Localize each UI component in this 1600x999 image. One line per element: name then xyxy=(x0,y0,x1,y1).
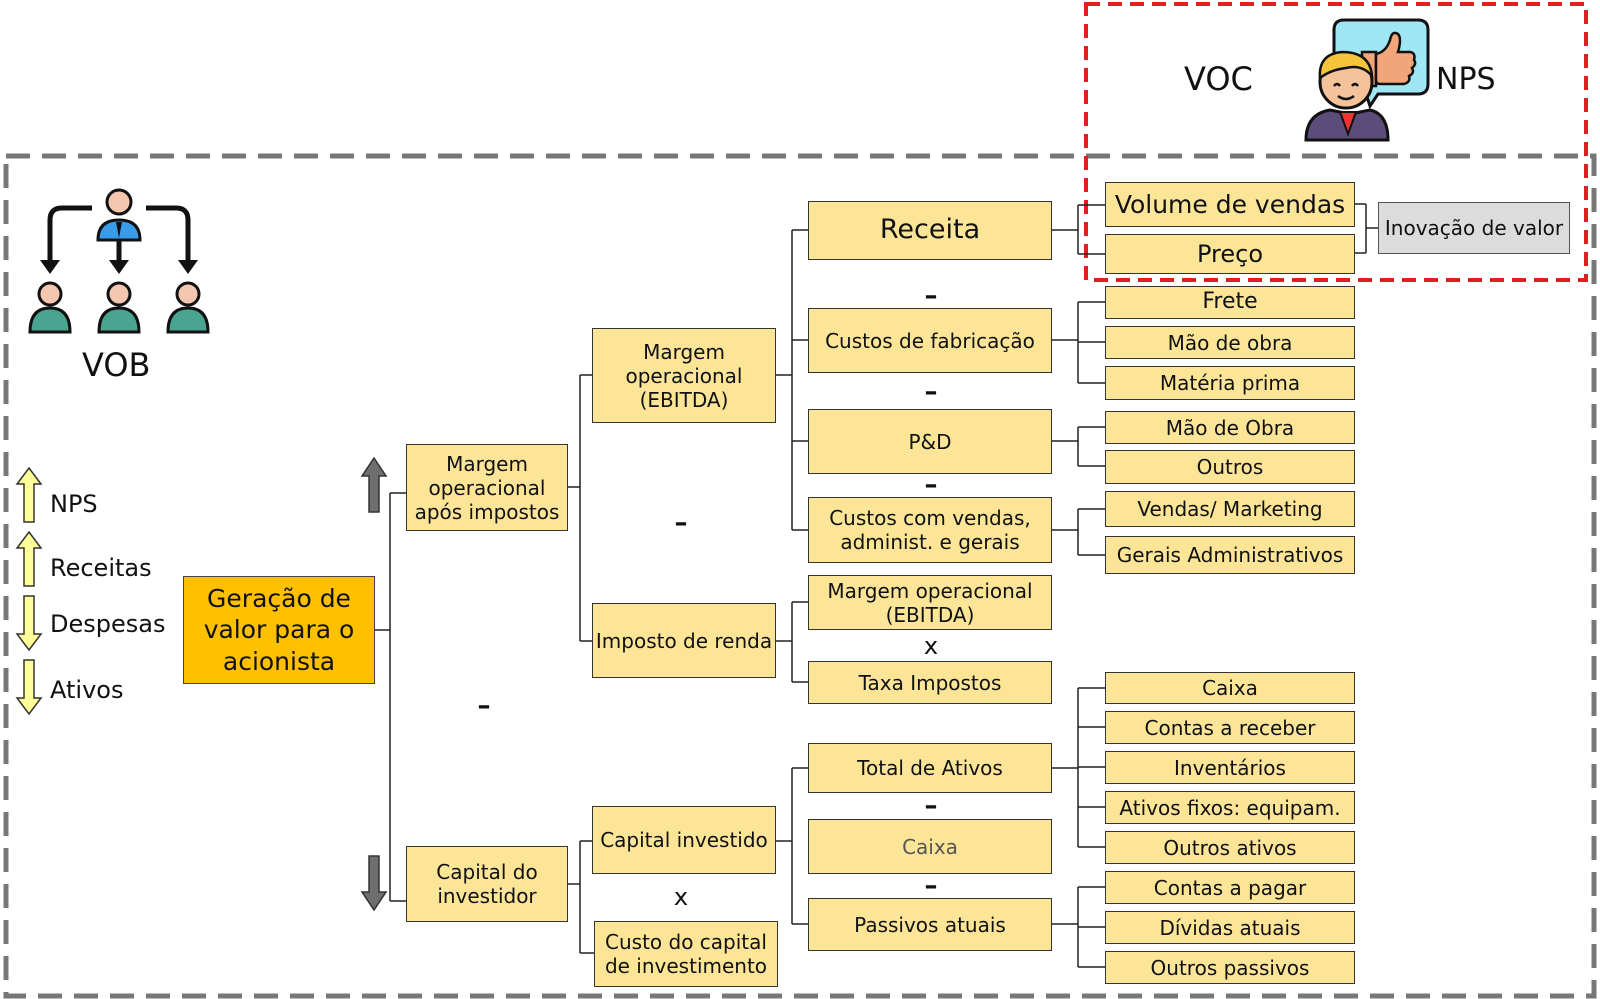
node-imposto-renda: Imposto de renda xyxy=(592,603,776,678)
arrow-down-icon xyxy=(360,855,388,912)
node-custo-capital: Custo do capital de investimento xyxy=(594,921,778,987)
node-taxa-impostos: Taxa Impostos xyxy=(808,661,1052,704)
voc-frame xyxy=(1084,2,1588,282)
node-custos-vendas: Custos com vendas, administ. e gerais xyxy=(808,497,1052,563)
operator-times: x xyxy=(923,632,939,660)
node-outros: Outros xyxy=(1105,450,1355,484)
voc-label: VOC xyxy=(1184,60,1253,98)
hierarchy-people-icon xyxy=(28,188,210,334)
vob-label: VOB xyxy=(82,346,151,384)
customer-thumbs-up-icon xyxy=(1304,18,1430,142)
node-gerais-admin: Gerais Administrativos xyxy=(1105,536,1355,574)
node-contas-pagar: Contas a pagar xyxy=(1105,871,1355,904)
root-geracao-valor: Geração de valor para o acionista xyxy=(183,576,375,684)
arrow-up-icon xyxy=(15,466,43,523)
arrow-up-icon xyxy=(15,530,43,587)
node-volume-vendas: Volume de vendas xyxy=(1105,182,1355,227)
legend-receitas: Receitas xyxy=(50,554,152,582)
node-frete: Frete xyxy=(1105,286,1355,319)
node-outros-passivos: Outros passivos xyxy=(1105,951,1355,984)
vob-frame xyxy=(3,153,1597,999)
node-caixa: Caixa xyxy=(808,819,1052,874)
node-mao-obra-2: Mão de Obra xyxy=(1105,411,1355,444)
node-margem-ebitda-2: Margem operacional (EBITDA) xyxy=(808,575,1052,630)
node-margem-apos-impostos: Margem operacional após impostos xyxy=(406,444,568,531)
operator-minus: – xyxy=(674,508,688,538)
node-contas-receber: Contas a receber xyxy=(1105,711,1355,744)
operator-minus: – xyxy=(924,871,938,901)
node-caixa-2: Caixa xyxy=(1105,672,1355,704)
node-dividas-atuais: Dívidas atuais xyxy=(1105,911,1355,944)
legend-nps: NPS xyxy=(50,490,98,518)
node-mao-obra: Mão de obra xyxy=(1105,326,1355,359)
operator-minus: – xyxy=(924,281,938,311)
node-total-ativos: Total de Ativos xyxy=(808,743,1052,793)
legend-despesas: Despesas xyxy=(50,610,166,638)
operator-minus: – xyxy=(924,791,938,821)
node-capital-investido: Capital investido xyxy=(592,806,776,874)
node-pd: P&D xyxy=(808,409,1052,474)
arrow-up-icon xyxy=(360,456,388,513)
node-materia-prima: Matéria prima xyxy=(1105,366,1355,400)
node-inovacao-valor: Inovação de valor xyxy=(1378,202,1570,254)
node-passivos-atuais: Passivos atuais xyxy=(808,898,1052,951)
operator-minus: – xyxy=(477,691,491,721)
nps-header-label: NPS xyxy=(1436,62,1496,97)
node-preco: Preço xyxy=(1105,234,1355,274)
node-vendas-marketing: Vendas/ Marketing xyxy=(1105,491,1355,527)
node-margem-ebitda: Margem operacional (EBITDA) xyxy=(592,328,776,423)
node-inventarios: Inventários xyxy=(1105,751,1355,784)
operator-minus: – xyxy=(924,470,938,500)
arrow-down-icon xyxy=(15,659,43,716)
node-custos-fabricacao: Custos de fabricação xyxy=(808,308,1052,373)
operator-minus: – xyxy=(924,377,938,407)
legend-ativos: Ativos xyxy=(50,676,124,704)
node-outros-ativos: Outros ativos xyxy=(1105,831,1355,864)
node-capital-investidor: Capital do investidor xyxy=(406,846,568,922)
arrow-down-icon xyxy=(15,595,43,652)
node-ativos-fixos: Ativos fixos: equipam. xyxy=(1105,791,1355,824)
operator-times: x xyxy=(673,883,689,911)
node-receita: Receita xyxy=(808,201,1052,260)
